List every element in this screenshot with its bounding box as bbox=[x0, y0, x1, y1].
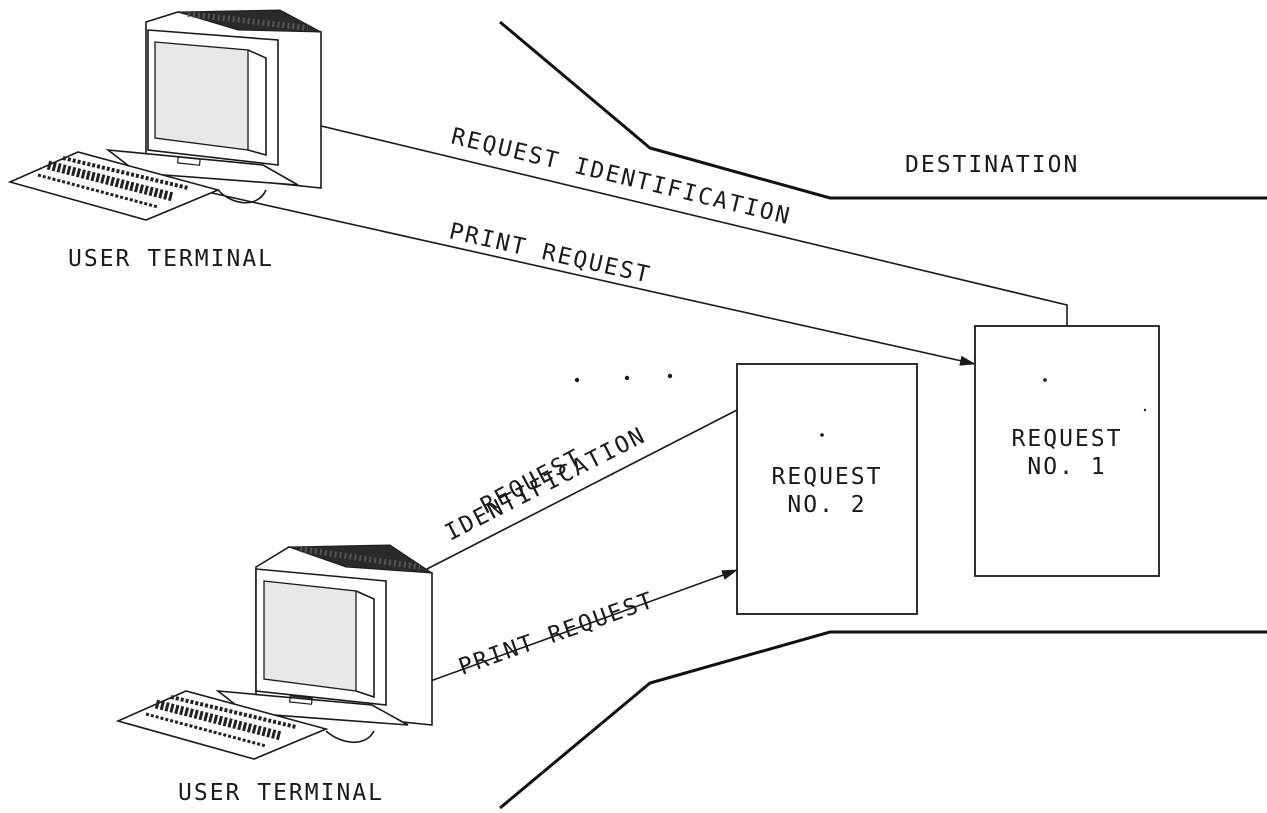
request-box-2-line2: NO. 2 bbox=[787, 492, 866, 518]
request-box-2: REQUEST NO. 2 bbox=[737, 364, 917, 614]
request-box-2-line1: REQUEST bbox=[772, 464, 883, 490]
computer-terminal-icon bbox=[118, 545, 432, 759]
print-request-label-top: PRINT REQUEST bbox=[447, 218, 654, 288]
ellipsis-dot-3 bbox=[668, 374, 672, 378]
request-box-1: REQUEST NO. 1 bbox=[975, 326, 1159, 576]
computer-terminal-icon bbox=[10, 10, 321, 220]
user-terminal-label-top: USER TERMINAL bbox=[68, 246, 274, 272]
request-box-1-line1: REQUEST bbox=[1012, 426, 1123, 452]
ellipsis-dot-1 bbox=[575, 378, 579, 382]
print-request-label-bottom: PRINT REQUEST bbox=[455, 587, 658, 680]
ellipsis-dot-2 bbox=[625, 376, 629, 380]
print-request-arrow-top bbox=[212, 193, 975, 364]
destination-boundary-bottom bbox=[500, 632, 1267, 808]
request-identification-label-top: REQUEST IDENTIFICATION bbox=[449, 124, 794, 231]
request-identification-word-2: IDENTIFICATION bbox=[441, 422, 650, 546]
destination-label: DESTINATION bbox=[905, 152, 1079, 178]
user-terminal-label-bottom: USER TERMINAL bbox=[178, 780, 384, 806]
request-box-1-line2: NO. 1 bbox=[1027, 454, 1106, 480]
